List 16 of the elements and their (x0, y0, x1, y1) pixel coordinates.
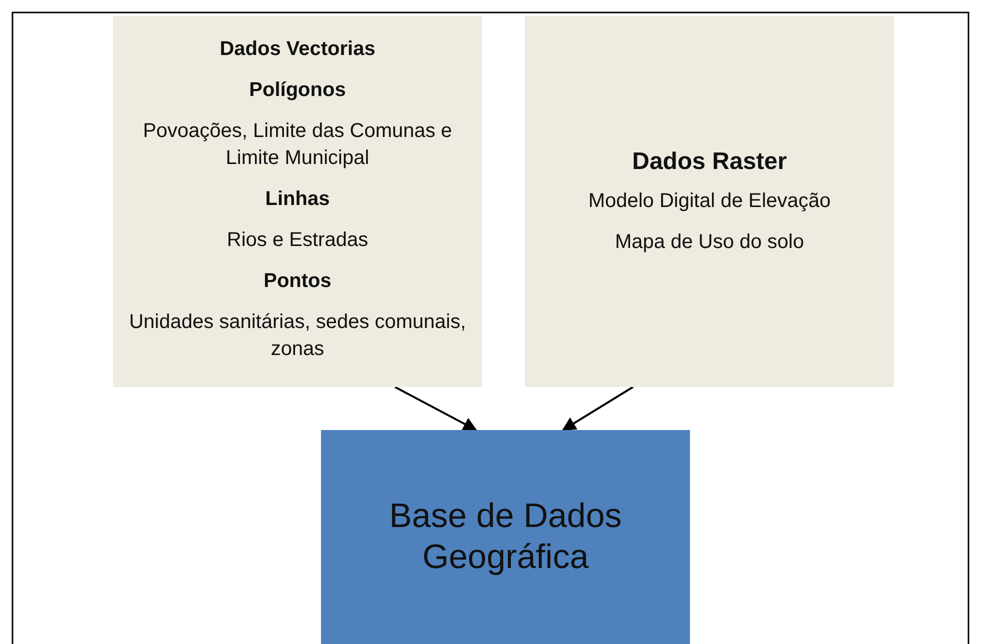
item-list: Povoações, Limite das Comunas e Limite Municipal (119, 118, 476, 172)
section-heading: Pontos (264, 269, 332, 294)
database-box (321, 430, 690, 644)
section-heading: Polígonos (249, 78, 346, 103)
box-title: Base de Dados Geográfica (388, 496, 623, 578)
arrow (394, 386, 478, 431)
data-source-box (525, 16, 894, 387)
data-source-box (113, 16, 482, 387)
item-list: Unidades sanitárias, sedes comunais, zonas (119, 309, 476, 363)
section-heading: Linhas (265, 187, 330, 212)
item-list: Rios e Estradas (226, 227, 368, 254)
section-heading: Dados Vectorias (220, 37, 376, 62)
box-title: Dados Raster (632, 147, 787, 177)
data-item: Mapa de Uso do solo (614, 230, 804, 256)
arrow (562, 386, 634, 431)
data-item: Modelo Digital de Elevação (588, 189, 831, 214)
